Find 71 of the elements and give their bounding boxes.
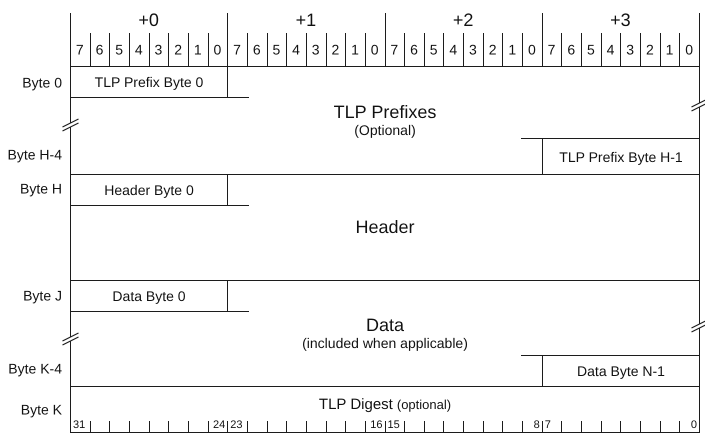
field-label: Header Byte 0 (104, 182, 194, 198)
bit-number: 7 (76, 42, 84, 58)
bit-number: 7 (548, 42, 556, 58)
row-offset-label: Byte K-4 (8, 361, 62, 377)
bit-position-label: 23 (230, 418, 242, 432)
bit-number: 3 (469, 42, 477, 58)
byte-offset-label: +2 (452, 11, 474, 31)
row-offset-label: Byte H-4 (8, 147, 62, 163)
bit-position-label: 0 (690, 418, 697, 432)
bit-number: 2 (646, 42, 654, 58)
packet-section (70, 386, 700, 433)
bit-number: 0 (214, 42, 222, 58)
byte-field (70, 66, 228, 98)
bit-number: 3 (154, 42, 162, 58)
bit-number: 3 (312, 42, 320, 58)
section-note: (Optional) (354, 122, 416, 138)
bit-number: 5 (430, 42, 438, 58)
bit-position-label: 31 (73, 418, 86, 432)
packet-section (70, 66, 700, 175)
bit-number: 4 (606, 42, 614, 58)
byte-offset-label: +1 (296, 11, 316, 31)
bit-number: 2 (488, 42, 496, 58)
bit-number: 5 (587, 42, 595, 58)
packet-section (70, 174, 700, 281)
section-title: Data (366, 316, 404, 335)
bit-position-label: 24 (213, 418, 226, 432)
bit-number: 1 (508, 42, 516, 58)
bit-number: 2 (331, 42, 340, 58)
bit-number: 5 (272, 42, 280, 58)
section-title: TLP Digest (318, 396, 393, 414)
bit-number: 6 (252, 42, 261, 58)
section-title: TLP Prefixes (334, 103, 436, 122)
bit-number: 6 (96, 42, 104, 58)
field-label: TLP Prefix Byte 0 (94, 74, 204, 90)
bit-number: 6 (410, 42, 418, 58)
bit-number: 1 (194, 42, 202, 58)
byte-offset-label: +0 (138, 11, 159, 31)
field-label: Data Byte 0 (112, 288, 186, 304)
row-offset-label: Byte J (23, 288, 62, 304)
bit-number: 4 (449, 42, 458, 58)
bit-number: 0 (528, 42, 536, 58)
bit-number: 3 (626, 42, 634, 58)
section-note: (optional) (396, 396, 452, 414)
bit-position-label: 8 (534, 418, 540, 432)
byte-field (542, 138, 700, 175)
bit-number: 2 (174, 42, 182, 58)
bit-number: 1 (666, 42, 674, 58)
bit-number: 0 (370, 42, 379, 58)
byte-offset-label: +3 (610, 11, 631, 31)
byte-field (70, 174, 228, 206)
bit-number: 5 (115, 42, 124, 58)
packet-section (70, 280, 700, 387)
section-note: (included when applicable) (302, 335, 468, 351)
bit-number: 7 (390, 42, 398, 58)
byte-field (542, 355, 700, 387)
section-title: Header (355, 218, 415, 237)
row-offset-label: Byte 0 (22, 75, 62, 91)
bit-number: 4 (292, 42, 300, 58)
field-label: TLP Prefix Byte H-1 (559, 148, 683, 164)
bit-number: 0 (685, 42, 694, 58)
byte-field (70, 280, 228, 312)
bit-position-label: 7 (544, 418, 551, 432)
bit-number: 6 (567, 42, 576, 58)
row-offset-label: Byte H (20, 181, 62, 197)
bit-position-label: 16 (370, 418, 382, 432)
bit-number: 1 (351, 42, 359, 58)
bit-number: 4 (134, 42, 143, 58)
row-offset-label: Byte K (20, 402, 62, 418)
field-label: Data Byte N-1 (577, 363, 665, 379)
bit-position-label: 15 (388, 418, 400, 432)
bit-number: 7 (233, 42, 241, 58)
